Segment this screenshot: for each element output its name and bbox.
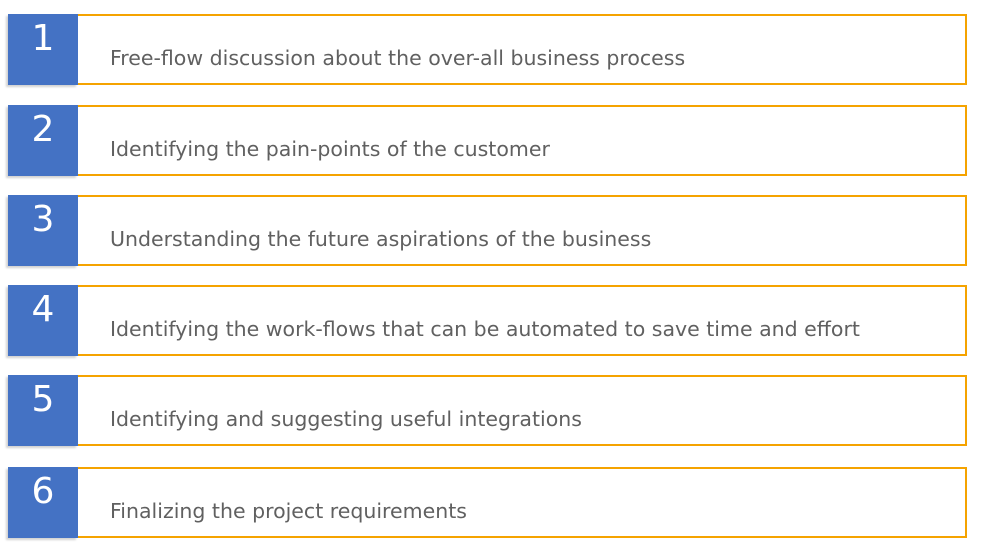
step-2: 2 Identifying the pain-points of the cus… (8, 105, 967, 176)
step-label: Identifying the work-flows that can be a… (110, 317, 860, 341)
step-number: 6 (31, 471, 55, 512)
step-6: 6 Finalizing the project requirements (8, 467, 967, 538)
step-text-box: Identifying the work-flows that can be a… (78, 285, 967, 356)
step-number: 5 (31, 379, 55, 420)
step-5: 5 Identifying and suggesting useful inte… (8, 375, 967, 446)
step-text-box: Understanding the future aspirations of … (78, 195, 967, 266)
step-number: 1 (31, 18, 55, 59)
step-1: 1 Free-flow discussion about the over-al… (8, 14, 967, 85)
step-label: Understanding the future aspirations of … (110, 227, 652, 251)
step-label: Identifying and suggesting useful integr… (110, 407, 582, 431)
step-text-box: Identifying and suggesting useful integr… (78, 375, 967, 446)
step-text-box: Identifying the pain-points of the custo… (78, 105, 967, 176)
step-text-box: Finalizing the project requirements (78, 467, 967, 538)
step-label: Free-flow discussion about the over-all … (110, 46, 686, 70)
step-3: 3 Understanding the future aspirations o… (8, 195, 967, 266)
step-number-box: 2 (8, 105, 78, 176)
step-4: 4 Identifying the work-flows that can be… (8, 285, 967, 356)
step-number-box: 4 (8, 285, 78, 356)
step-number: 2 (31, 109, 55, 150)
step-number-box: 5 (8, 375, 78, 446)
step-label: Identifying the pain-points of the custo… (110, 137, 550, 161)
step-number-box: 3 (8, 195, 78, 266)
step-number-box: 6 (8, 467, 78, 538)
step-number: 4 (31, 289, 55, 330)
step-number-box: 1 (8, 14, 78, 85)
step-label: Finalizing the project requirements (110, 499, 467, 523)
step-text-box: Free-flow discussion about the over-all … (78, 14, 967, 85)
step-number: 3 (31, 199, 55, 240)
